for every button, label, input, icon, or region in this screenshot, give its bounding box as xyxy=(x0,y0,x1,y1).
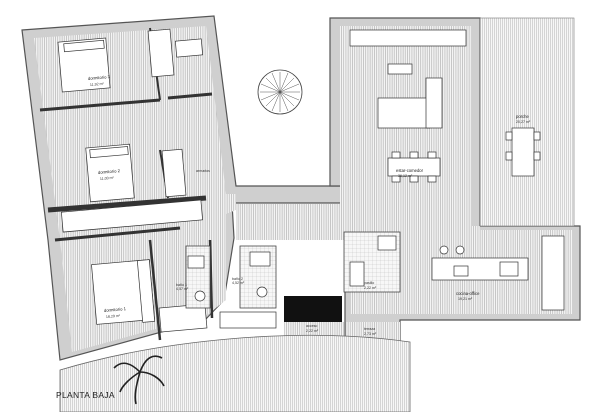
chair-3 xyxy=(427,151,437,159)
lavadero xyxy=(343,231,401,293)
room-name-lavadero: pasillo xyxy=(364,281,374,285)
kitchen-link-floor xyxy=(340,226,480,232)
pillow-1 xyxy=(136,259,156,323)
chair-4 xyxy=(391,175,401,183)
room-area-porche: 20,27 m² xyxy=(516,120,531,124)
chair-2 xyxy=(409,151,419,159)
room-name-cocina: cocina-office xyxy=(456,291,480,296)
pillow-3 xyxy=(63,39,105,53)
pillow-2 xyxy=(89,146,129,159)
room-name-dormitorio-1: dormitorio 1 xyxy=(104,306,127,313)
room-area-estar-comedor: 36,12 m² xyxy=(398,174,413,178)
bedroom-3 xyxy=(57,28,204,93)
kitchen-counter xyxy=(541,235,565,311)
bedroom-1 xyxy=(91,259,208,333)
porch-chair-4 xyxy=(533,151,541,161)
chair-5 xyxy=(409,175,419,183)
window-seat xyxy=(349,29,467,47)
porch-chair-1 xyxy=(505,131,513,141)
room-name-terraza: terraza xyxy=(364,327,375,331)
room-area-dormitorio-2: 11,00 m² xyxy=(100,176,115,181)
bathtub xyxy=(219,311,277,329)
garden-path xyxy=(59,334,411,412)
partitions xyxy=(39,27,214,341)
wardrobe-2 xyxy=(161,148,187,198)
room-name-bano-2: baño 2 xyxy=(232,277,243,281)
coffee-table xyxy=(387,63,413,75)
palm-plant xyxy=(113,355,165,405)
room-name-acceso: acceso xyxy=(306,324,317,328)
porch-table xyxy=(511,127,535,177)
bed-2 xyxy=(85,143,135,203)
bedroom-2 xyxy=(85,143,187,203)
porch-chair-3 xyxy=(533,131,541,141)
toilet-bano-1 xyxy=(194,290,206,302)
dining-table xyxy=(387,157,441,177)
sink-laundry xyxy=(349,261,365,287)
kitchen-sink xyxy=(453,265,469,277)
cooktop xyxy=(499,261,519,277)
sofa xyxy=(377,97,431,129)
porch-furniture xyxy=(505,127,541,177)
room-name-dormitorio-2: dormitorio 2 xyxy=(98,168,121,175)
circulation-floor xyxy=(236,204,346,240)
room-area-acceso: 2,22 m² xyxy=(306,329,319,333)
sofa-chaise xyxy=(425,77,443,129)
porch-deck xyxy=(479,17,575,227)
room-area-dormitorio-1: 18,29 m² xyxy=(106,314,121,319)
kitchen-furniture xyxy=(431,235,565,311)
plan-title: PLANTA BAJA xyxy=(56,390,115,400)
room-name-armarios: armarios xyxy=(196,169,210,173)
room-name-estar-comedor: estar-comedor xyxy=(396,168,424,173)
built-in-wardrobes xyxy=(61,199,203,233)
chair-6 xyxy=(427,175,437,183)
room-name-dormitorio-3: dormitorio 3 xyxy=(88,74,111,81)
sink-bano-1 xyxy=(187,255,205,269)
porch-chair-2 xyxy=(505,151,513,161)
bathrooms xyxy=(185,245,277,329)
toilet-bano-2 xyxy=(256,286,268,298)
entrance-mat xyxy=(284,296,342,322)
room-area-lavadero: 2,22 m² xyxy=(364,286,377,290)
room-area-dormitorio-3: 11,92 m² xyxy=(90,82,105,87)
room-area-terraza: 2,73 m² xyxy=(364,332,377,336)
wardrobe-3 xyxy=(147,28,175,78)
wardrobe-1 xyxy=(158,303,208,333)
living-furniture xyxy=(349,29,467,183)
room-name-porche: porche xyxy=(516,114,529,119)
desk-3 xyxy=(174,38,204,58)
sink-bano-2 xyxy=(249,251,271,267)
washer xyxy=(377,235,397,251)
chair-1 xyxy=(391,151,401,159)
stool-1 xyxy=(439,245,449,255)
room-area-bano-2: 4,52 m² xyxy=(232,281,245,285)
room-area-bano-1: 4,57 m² xyxy=(176,287,189,291)
stool-2 xyxy=(455,245,465,255)
room-area-cocina: 19,21 m² xyxy=(458,297,473,301)
tree-symbol xyxy=(257,69,303,115)
room-name-bano-1: baño 1 xyxy=(176,283,187,287)
